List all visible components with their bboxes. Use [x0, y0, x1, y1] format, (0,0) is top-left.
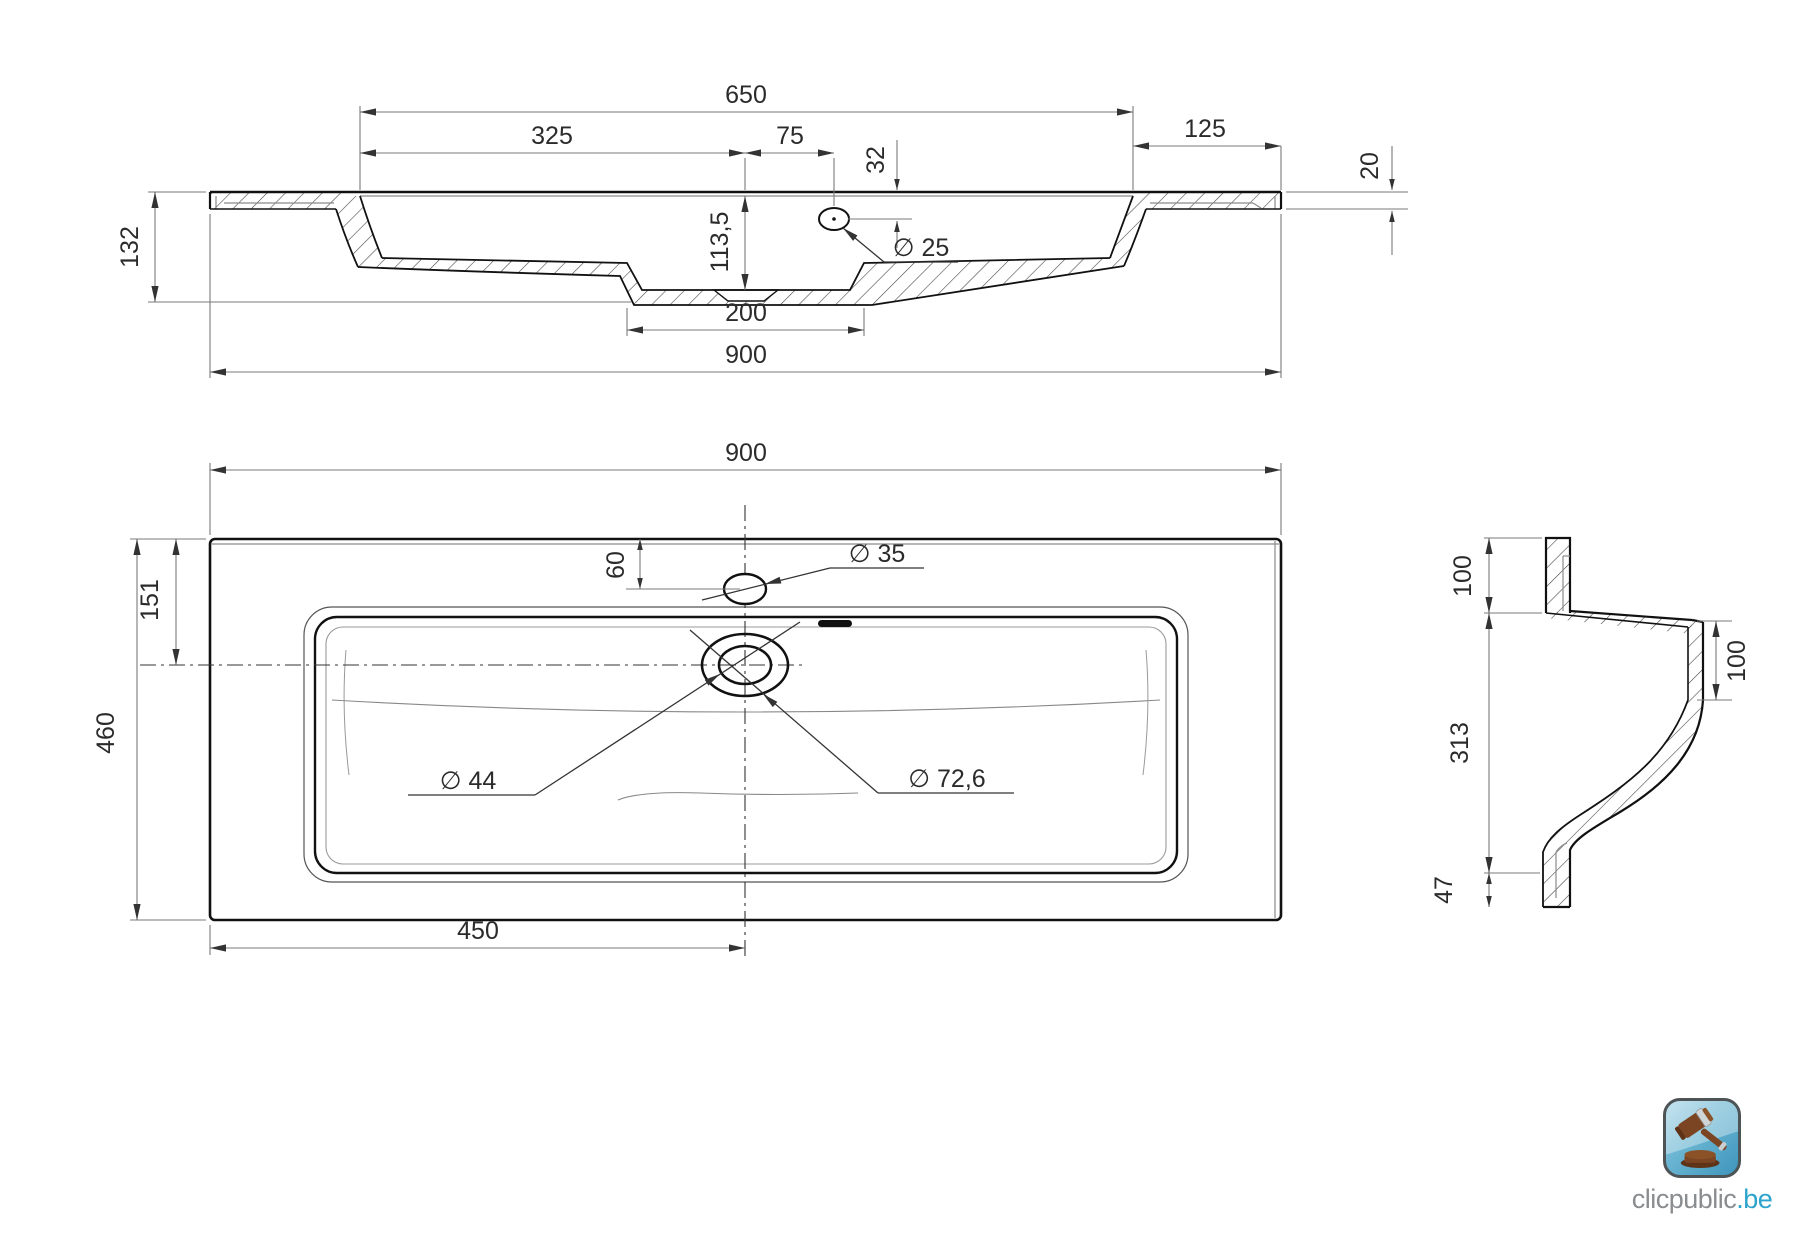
dim-900-top-label: 900 — [725, 341, 767, 369]
basin-lip-outer — [303, 606, 1189, 883]
upstand-outline — [1544, 536, 1572, 613]
faucet-hole-center-dot — [832, 217, 836, 221]
dim-100-top-label: 100 — [1449, 555, 1477, 597]
front-edge-hatch — [1688, 622, 1703, 700]
bowl-curve-outer — [1568, 699, 1705, 907]
dim-dia44-label: ∅ 44 — [440, 767, 497, 795]
side-view — [1542, 536, 1705, 909]
dim-151-label: 151 — [136, 579, 164, 621]
basin-slope-contour — [331, 699, 1161, 713]
logo-tld-text: .be — [1736, 1184, 1773, 1214]
right-ledge-notch — [1252, 202, 1262, 209]
right-wall-contour — [1142, 649, 1149, 776]
left-wall-outer — [335, 208, 359, 268]
slab-bottom-edge — [1545, 612, 1689, 628]
slab-top-edge — [1569, 609, 1693, 622]
logo-wordmark[interactable]: clicpublic.be — [1612, 1184, 1792, 1215]
dim-dia25-label: ∅ 25 — [893, 234, 950, 262]
left-flange-hatch — [210, 192, 348, 209]
section-view-front — [208, 190, 1283, 306]
dim-900-plan-label: 900 — [725, 439, 767, 467]
dim-460-label: 460 — [92, 712, 120, 754]
right-flange-hatch — [1146, 192, 1281, 209]
right-wall-inner — [1109, 195, 1134, 259]
basin-floor-outer — [357, 265, 1125, 306]
dim-313-label: 313 — [1446, 722, 1474, 764]
dim-32-label: 32 — [862, 146, 890, 174]
upstand-hatch — [1546, 538, 1570, 613]
bowl-curve-inner — [1542, 699, 1689, 907]
side-view-dimensions: 100 313 47 100 — [1430, 537, 1751, 907]
dim-75-label: 75 — [776, 122, 804, 150]
left-wall-contour — [343, 649, 350, 776]
dim-47-label: 47 — [1430, 876, 1458, 904]
basin-bottom-contour — [617, 792, 859, 801]
left-wall-inner — [359, 195, 383, 259]
dim-650-label: 650 — [725, 81, 767, 109]
dim-325-label: 325 — [531, 122, 573, 150]
drain-outer-circle — [700, 632, 790, 698]
logo-brand-text: clicpublic — [1631, 1184, 1737, 1214]
right-wall-outer — [1123, 208, 1147, 267]
dim-113_5-label: 113,5 — [706, 212, 734, 273]
dim-dia35-label: ∅ 35 — [849, 540, 906, 568]
gavel-icon — [1663, 1098, 1741, 1178]
section-view-dimensions: 650 325 75 32 113,5 ∅ 25 125 20 1 — [116, 81, 1408, 378]
overflow-slot — [818, 620, 852, 627]
right-wall-hatch — [1110, 196, 1146, 266]
basin-slope-top — [325, 626, 1167, 865]
drain-inner-circle — [717, 644, 773, 686]
dim-450-label: 450 — [457, 917, 499, 945]
floor-hatch — [358, 258, 1124, 305]
plan-view-dimensions: 900 60 ∅ 35 151 460 ∅ 44 ∅ 72,6 450 — [92, 439, 1282, 955]
plan-view — [140, 505, 1283, 957]
left-wall-hatch — [336, 196, 382, 267]
dim-20-label: 20 — [1356, 152, 1384, 180]
dim-dia72_6-label: ∅ 72,6 — [908, 765, 985, 793]
basin-rim-inner — [313, 615, 1179, 875]
dim-200-label: 200 — [725, 299, 767, 327]
clicpublic-logo[interactable]: clicpublic.be — [1612, 1098, 1792, 1215]
bowl-underside-hatch — [1543, 700, 1703, 907]
dim-100-right-label: 100 — [1723, 640, 1751, 682]
bottom-pocket-curve — [1555, 842, 1568, 853]
dim-132-label: 132 — [116, 226, 144, 268]
dim-125-label: 125 — [1184, 115, 1226, 143]
dim-60-label: 60 — [602, 551, 630, 579]
